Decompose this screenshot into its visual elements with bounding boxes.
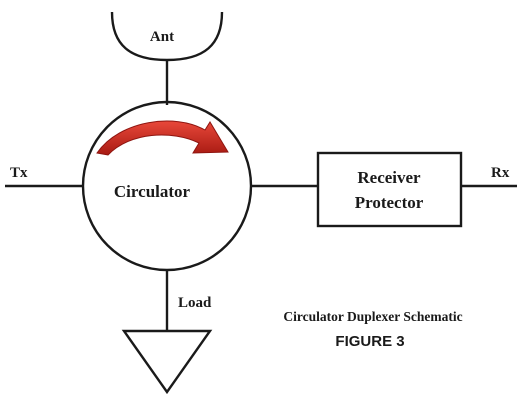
caption-figure-number: FIGURE 3 <box>335 333 404 350</box>
load-label: Load <box>178 295 212 311</box>
rotation-arrow <box>96 120 229 156</box>
antenna-label: Ant <box>150 29 174 45</box>
receiver-protector-box <box>316 151 463 228</box>
receiver-protector-label-line1: Receiver <box>357 168 421 187</box>
rx-label: Rx <box>491 165 510 181</box>
caption-title: Circulator Duplexer Schematic <box>283 309 462 324</box>
load-triangle <box>121 329 213 395</box>
circulator-label: Circulator <box>114 182 191 201</box>
tx-label: Tx <box>10 165 28 181</box>
receiver-protector-label-line2: Protector <box>355 193 424 212</box>
